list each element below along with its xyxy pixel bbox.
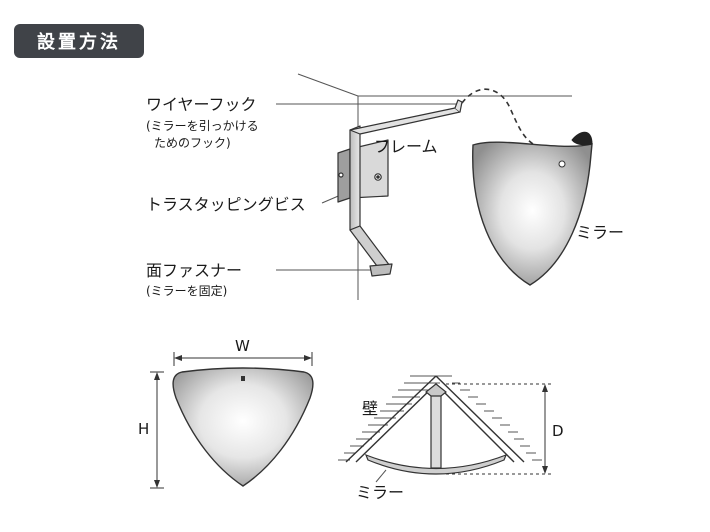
height-dimension: [150, 371, 164, 489]
label-face-fastener-note: (ミラーを固定): [146, 283, 227, 298]
label-frame: フレーム: [374, 137, 438, 156]
label-tapping-screw: トラスタッピングビス: [146, 195, 306, 214]
label-depth: D: [552, 422, 564, 440]
label-mirror-bottom: ミラー: [356, 483, 404, 502]
corner-mirror-curve: [364, 453, 508, 475]
label-face-fastener: 面ファスナー: [146, 261, 242, 280]
label-wire-hook-note-1: (ミラーを引っかける: [146, 119, 259, 133]
section-title: 設置方法: [14, 24, 144, 58]
mirror-top-view: [472, 131, 593, 286]
depth-dimension: [446, 383, 552, 475]
width-dimension: [173, 352, 313, 366]
label-wire-hook: ワイヤーフック: [146, 95, 257, 114]
label-mirror-top: ミラー: [576, 223, 624, 242]
frame-bracket: [337, 99, 463, 277]
label-height: H: [138, 420, 149, 438]
corner-bracket: [425, 383, 447, 469]
mirror-bottom-leader: [375, 469, 387, 483]
label-wire-hook-note-2: ためのフック): [154, 136, 231, 150]
mirror-front-view: [172, 367, 314, 487]
label-wall: 壁: [362, 399, 378, 418]
wire-dashed-line: [461, 88, 549, 151]
label-width: W: [235, 337, 250, 355]
corner-walls: [345, 375, 525, 463]
